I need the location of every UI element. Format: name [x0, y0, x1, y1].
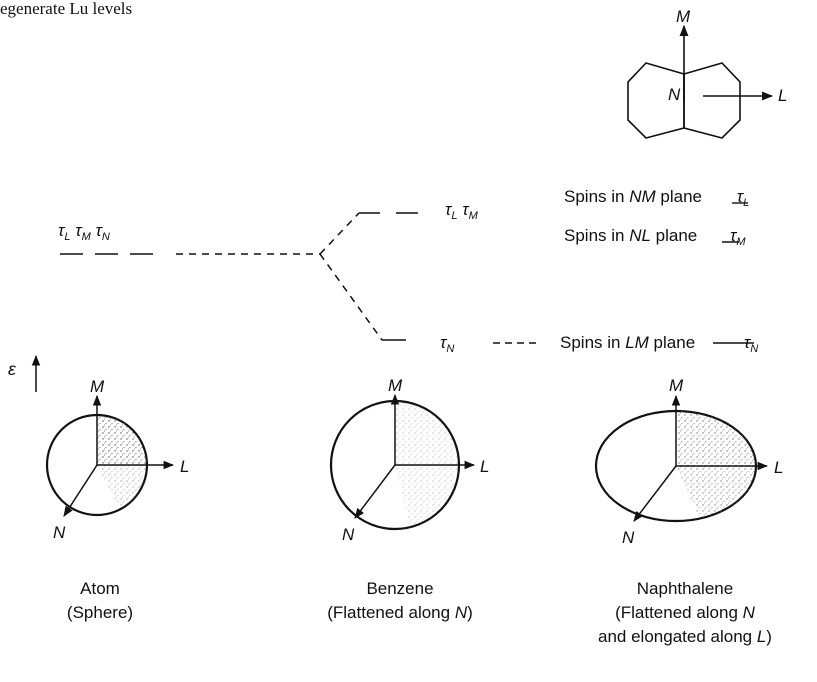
atom-n-label: N [53, 523, 66, 542]
lower-level-label: τN [440, 333, 455, 355]
naphthalene-structure [627, 24, 774, 139]
naphthalene-n-axis [633, 465, 677, 522]
naphthalene-n-label: N [622, 528, 635, 547]
split-down-line [319, 253, 383, 341]
naphthalene-note-2: and elongated along L) [598, 627, 772, 646]
tau-m-upper: τM [462, 200, 478, 222]
energy-level-diagram [31, 212, 540, 392]
molecule-l-label: L [778, 86, 788, 105]
naphthalene-left-ring [627, 62, 685, 139]
tau-l-upper: τL [445, 200, 458, 222]
spin-state-lm: Spins in LM plane τN [560, 333, 759, 355]
atom-name: Atom [80, 579, 120, 598]
tau-m-left: τM [75, 221, 91, 243]
naphthalene-l-label: L [774, 458, 784, 477]
molecule-m-label: M [676, 7, 691, 26]
split-up-line [319, 212, 360, 255]
benzene-note: (Flattened along N) [327, 603, 473, 622]
molecule-n-label: N [668, 85, 681, 104]
atom-m-label: M [90, 377, 105, 396]
header-fragment: egenerate Lu levels [0, 0, 133, 18]
naphthalene-caption: Naphthalene (Flattened along N and elong… [565, 577, 805, 649]
spin-state-nm: Spins in NM plane τL [564, 187, 750, 209]
energy-axis-label: ε [8, 359, 16, 379]
benzene-name: Benzene [366, 579, 434, 598]
atom-caption: Atom (Sphere) [40, 577, 160, 625]
upper-level-labels: τL τM [445, 201, 478, 222]
naphthalene-name: Naphthalene [636, 579, 734, 598]
atom-l-label: L [180, 457, 190, 476]
atom-n-axis [63, 464, 98, 517]
benzene-m-label: M [388, 376, 403, 395]
naphthalene-right-ring [683, 62, 741, 139]
atom-note: (Sphere) [66, 603, 134, 622]
benzene-l-label: L [480, 457, 490, 476]
spin-state-nl: Spins in NL plane τM [564, 226, 746, 248]
benzene-n-label: N [342, 525, 355, 544]
benzene-ellipsoid [329, 393, 476, 531]
tau-l-left: τL [58, 221, 71, 243]
benzene-caption: Benzene (Flattened along N) [290, 577, 510, 625]
atom-ellipsoid [45, 394, 175, 517]
left-level-labels: τL τM τN [58, 222, 110, 243]
naphthalene-m-label: M [669, 376, 684, 395]
naphthalene-note-1: (Flattened along N [615, 603, 755, 622]
tau-n-left: τN [95, 221, 110, 243]
benzene-n-axis [354, 464, 396, 519]
spin-dashes [713, 202, 754, 344]
naphthalene-ellipsoid [594, 394, 769, 523]
